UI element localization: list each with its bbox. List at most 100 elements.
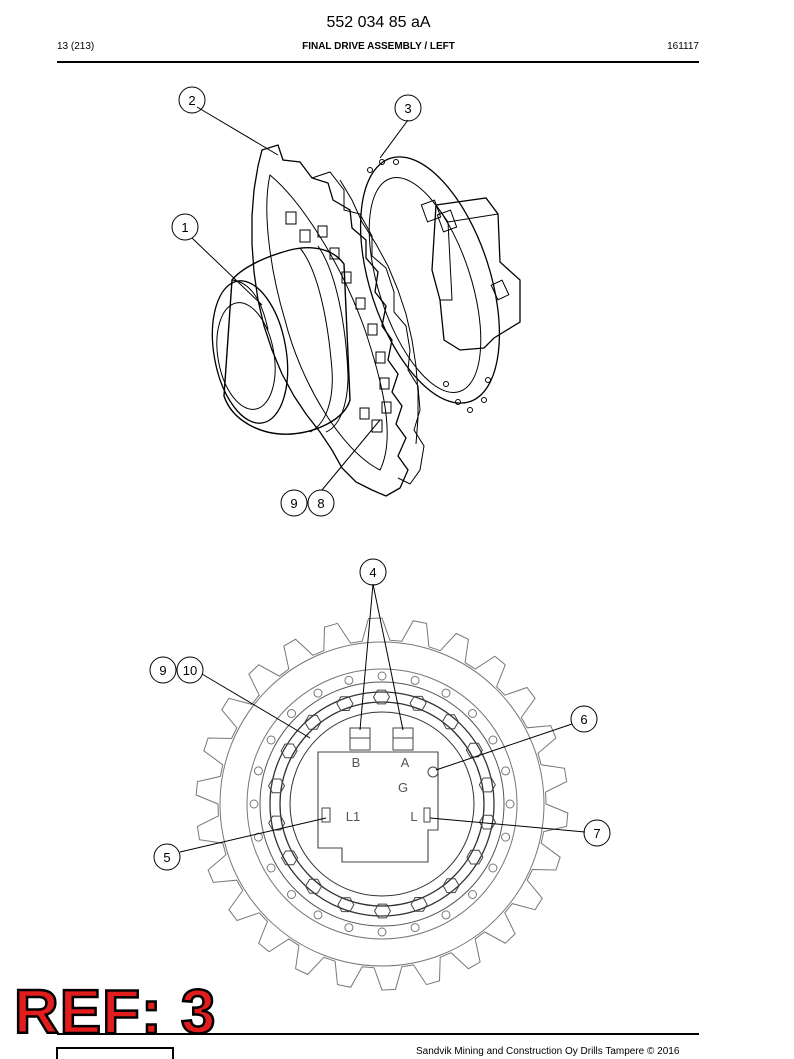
flange-hole [441,688,451,698]
callout-7 [583,819,611,847]
flange-hole [313,688,323,698]
flange-hole [266,735,276,745]
callout-label: 1 [181,220,188,235]
flange-outer-circle [246,668,518,940]
callout-label: 7 [593,826,600,841]
hydraulic-fitting [420,199,442,223]
callout-label: 8 [317,496,324,511]
flange-hole [505,799,515,809]
callout-8 [307,489,335,517]
hydraulic-fitting [490,279,510,301]
hub-cylinder [223,246,351,435]
flange-hole [501,766,511,776]
flange-hole [287,709,296,718]
port-l-plug [423,807,431,823]
hex-bolt [336,696,354,711]
flange-holes [249,671,515,937]
callouts-top: 1 2 3 9 8 [171,86,422,517]
flange-hole [313,910,323,920]
sprocket-root-circle [219,641,545,967]
flange-hole [249,799,259,809]
callout-label: 9 [159,663,166,678]
copyright-footer: Sandvik Mining and Construction Oy Drill… [416,1046,680,1057]
flange-hole [253,832,263,842]
hex-bolts [267,689,497,919]
callout-label: 5 [163,850,170,865]
flange-disc [359,156,501,404]
hub-end-cap [216,302,276,410]
hex-bolt [466,849,484,865]
page-title: FINAL DRIVE ASSEMBLY / LEFT [302,41,455,52]
port-label-a: A [401,755,410,770]
date-code: 161117 [667,41,699,52]
hex-bolt [409,695,427,711]
callout-label: 4 [369,565,376,580]
port-b-fitting [349,727,371,751]
page-number: 13 (213) [57,41,95,52]
flange-hole [266,863,276,873]
flange-hole [377,927,387,937]
flange-hole [468,709,477,718]
flange-hole [410,923,420,933]
callout-label: 10 [183,663,197,678]
motor-block-front [317,751,439,863]
sprocket-inner-rim [266,174,388,471]
hex-bolt [268,815,286,831]
sprocket-teeth [251,144,409,497]
flange-hole [441,910,451,920]
callout-9 [280,489,308,517]
callout-3 [394,94,422,122]
motor-block [431,197,521,351]
port-label-g: G [398,780,408,795]
hex-bolt [267,778,286,794]
flange-hole [377,671,387,681]
flange-hole [253,766,263,776]
callout-10 [176,656,204,684]
flange-holes [367,159,491,413]
hex-bolt [281,850,299,866]
flange-circle [259,681,505,927]
hydraulic-fitting [436,209,458,233]
callout-5 [153,843,181,871]
flange-hole [468,890,477,899]
hex-bolt [442,878,460,894]
hex-bolt [441,714,459,730]
callout-label: 9 [290,496,297,511]
hub-end-face [211,280,289,424]
port-l1-plug [321,807,331,823]
flange-hole [344,675,354,685]
hex-bolt [478,777,496,793]
port-label-b: B [352,755,361,770]
sprocket-gear-outline [195,617,569,991]
flange-disc-inner [368,177,482,393]
callout-6 [570,705,598,733]
port-g-fitting [427,766,439,778]
port-label-l: L [410,809,417,824]
hub-outer-circle [269,691,495,917]
sprocket-bolts [285,211,392,433]
flange-hole [287,890,296,899]
sandvik-logo [56,1047,174,1059]
callout-1 [171,213,199,241]
hex-bolt [304,714,322,730]
flange-hole [488,863,498,873]
footer-rule [57,1033,699,1035]
callout-4 [359,558,387,586]
callout-label: 3 [404,101,411,116]
final-drive-isometric-view [211,144,521,497]
callout-2 [178,86,206,114]
hex-bolt [410,897,428,912]
hub-inner-circle [279,701,485,907]
hex-bolt [372,689,391,705]
flange-hole [488,735,498,745]
callout-label: 6 [580,712,587,727]
flange-hole [344,923,354,933]
hex-bolt [465,742,483,758]
hex-bolt [280,743,298,759]
flange-hole [410,675,420,685]
port-label-l1: L1 [346,809,360,824]
reference-stamp: REF: 3 [13,978,217,1047]
flange-hole [501,832,511,842]
header-rule [57,61,699,63]
